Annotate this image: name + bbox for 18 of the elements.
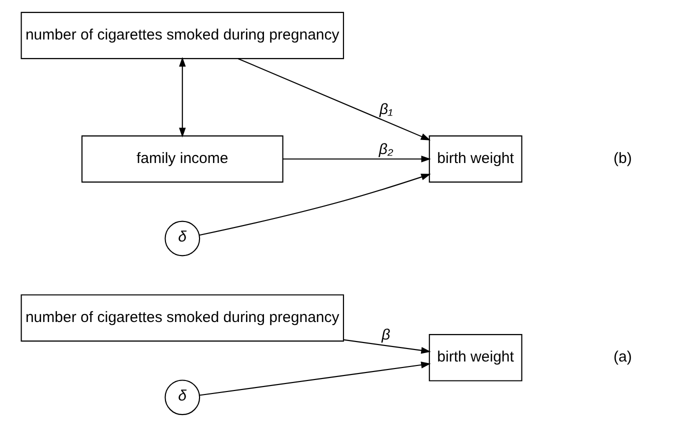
node-circle: δ bbox=[164, 220, 200, 256]
label: (a) bbox=[614, 348, 632, 366]
arrow bbox=[282, 156, 431, 162]
arrow bbox=[179, 56, 186, 138]
node-box: number of cigarettes smoked during pregnancy bbox=[20, 294, 344, 342]
node-box: family income bbox=[81, 135, 284, 183]
edge-label: β₂ bbox=[378, 140, 394, 158]
node-box: birth weight bbox=[428, 135, 522, 183]
node-box: birth weight bbox=[428, 334, 522, 382]
node-box: number of cigarettes smoked during pregnancy bbox=[20, 12, 344, 60]
node-circle: δ bbox=[164, 380, 200, 416]
edge-label: β₁ bbox=[379, 101, 393, 118]
edge-label: β bbox=[382, 326, 390, 344]
arrow bbox=[344, 339, 431, 354]
arrow bbox=[199, 362, 431, 396]
arrow bbox=[238, 58, 431, 140]
arrow bbox=[199, 174, 431, 236]
label: (b) bbox=[614, 150, 632, 167]
